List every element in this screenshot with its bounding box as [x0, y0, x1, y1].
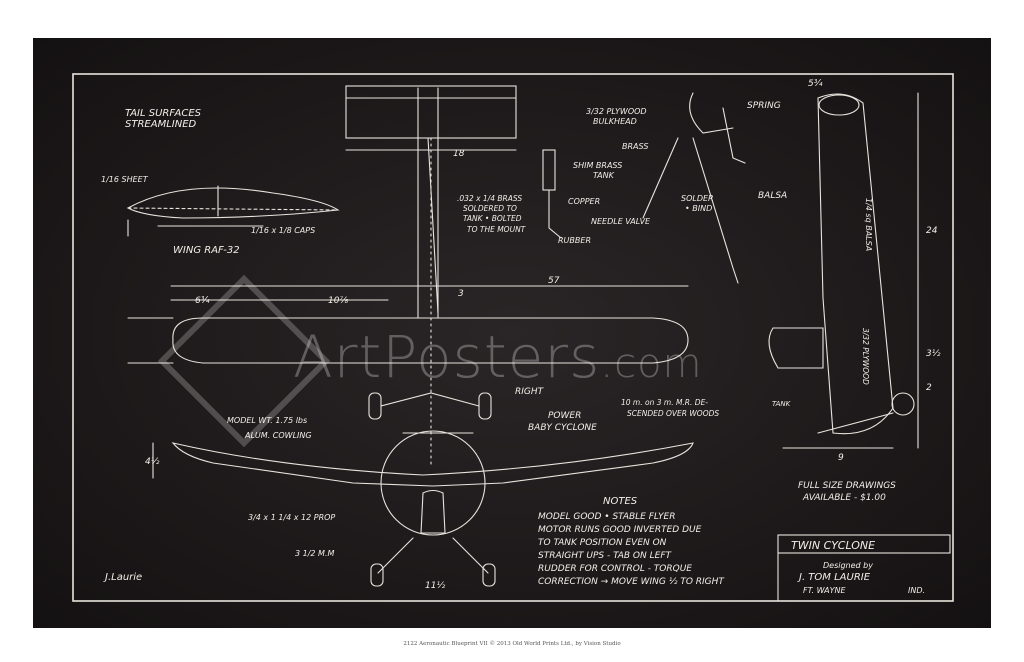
notes-line-6: CORRECTION → MOVE WING ½ TO RIGHT — [538, 577, 725, 587]
prop-label: 3/4 x 1 1/4 x 12 PROP — [248, 513, 335, 522]
dim-10-7-8: 10⅞ — [328, 296, 348, 306]
top-view-fuselage — [345, 85, 517, 469]
spring-label: SPRING — [747, 101, 781, 111]
tank-label: TANK — [772, 400, 792, 408]
rubber-label: RUBBER — [558, 236, 591, 245]
mm-label: 3 1/2 M.M — [295, 549, 334, 558]
dim-3-1-2: 3½ — [926, 349, 941, 359]
plywood-bulkhead-2: BULKHEAD — [593, 117, 637, 126]
alum-cowling-label: ALUM. COWLING — [244, 431, 312, 440]
descended-1: 10 m. on 3 m. M.R. DE- — [621, 398, 708, 407]
dim-18: 18 — [453, 149, 465, 159]
descended-2: SCENDED OVER WOODS — [627, 409, 719, 418]
blueprint-drawing: TAIL SURFACES STREAMLINED 1/16 SHEET 1/1… — [72, 73, 954, 602]
blueprint-print: TAIL SURFACES STREAMLINED 1/16 SHEET 1/1… — [33, 38, 991, 628]
balsa-vertical-label: 1/4 sq BALSA — [864, 198, 873, 251]
title-block-location: FT. WAYNE — [803, 586, 846, 595]
right-label: RIGHT — [515, 387, 545, 397]
notes-line-5: RUDDER FOR CONTROL - TORQUE — [538, 564, 692, 574]
brass-wire-4: TO THE MOUNT — [467, 225, 527, 234]
balsa-label: BALSA — [758, 191, 787, 201]
blueprint-border — [72, 73, 954, 602]
landing-gear-front — [368, 392, 492, 434]
print-caption: 2122 Aeronautic Blueprint VII © 2013 Old… — [403, 641, 621, 647]
notes-line-1: MODEL GOOD • STABLE FLYER — [538, 512, 676, 522]
wing-section-label: WING RAF-32 — [173, 245, 240, 256]
dim-57: 57 — [548, 276, 560, 286]
dim-2: 2 — [926, 383, 932, 393]
sheet-label: 1/16 SHEET — [101, 175, 149, 184]
notes-line-2: MOTOR RUNS GOOD INVERTED DUE — [538, 525, 702, 535]
baby-cyclone-label: BABY CYCLONE — [528, 423, 597, 433]
title-block-title: TWIN CYCLONE — [791, 539, 875, 552]
side-view — [768, 92, 919, 449]
watermark-suffix: .com — [600, 341, 703, 387]
title-block-designed-by: Designed by — [823, 561, 873, 570]
plywood-bulkhead-1: 3/32 PLYWOOD — [586, 107, 647, 116]
title-block — [777, 534, 951, 602]
solder-bind-2: • BIND — [685, 204, 712, 213]
watermark-brand: ArtPosters — [293, 323, 601, 391]
engine-mount-detail — [542, 92, 746, 284]
caps-label: 1/16 x 1/8 CAPS — [251, 226, 315, 235]
dim-11-1-2: 11½ — [425, 581, 445, 591]
watermark-text: ArtPosters.com — [293, 323, 703, 391]
dim-5-3-4: 5¾ — [808, 79, 823, 89]
notes-line-3: TO TANK POSITION EVEN ON — [538, 538, 667, 548]
dim-3: 3 — [458, 289, 464, 299]
signature: J.Laurie — [103, 572, 142, 583]
brass-label: BRASS — [622, 142, 648, 151]
airfoil-section — [126, 185, 340, 237]
front-view — [152, 430, 694, 587]
solder-bind-1: SOLDER — [681, 194, 714, 203]
notes-heading: NOTES — [603, 496, 638, 507]
plywood-vertical-label: 3/32 PLYWOOD — [861, 328, 870, 385]
model-wt-label: MODEL WT. 1.75 lbs — [227, 416, 307, 425]
dim-24: 24 — [926, 226, 938, 236]
brass-wire-3: TANK • BOLTED — [463, 214, 522, 223]
dim-9: 9 — [838, 453, 844, 463]
brass-wire-1: .032 x 1/4 BRASS — [457, 194, 522, 203]
tail-surfaces-label-2: STREAMLINED — [125, 119, 197, 130]
dim-4-1-2: 4½ — [145, 457, 160, 467]
brass-wire-2: SOLDERED TO — [463, 204, 517, 213]
tail-surfaces-label-1: TAIL SURFACES — [125, 108, 202, 119]
power-label: POWER — [548, 411, 581, 421]
notes-line-4: STRAIGHT UPS - TAB ON LEFT — [538, 551, 672, 561]
title-block-state: IND. — [908, 586, 925, 595]
title-block-designer: J. TOM LAURIE — [797, 572, 871, 583]
shim-brass-2: TANK — [593, 171, 615, 180]
shim-brass-1: SHIM BRASS — [573, 161, 622, 170]
full-size-1: FULL SIZE DRAWINGS — [798, 481, 896, 491]
dim-6-3-4: 6¾ — [195, 296, 210, 306]
copper-label: COPPER — [568, 197, 600, 206]
needle-valve-label: NEEDLE VALVE — [591, 217, 651, 226]
full-size-2: AVAILABLE - $1.00 — [802, 493, 886, 503]
wing-planform — [127, 285, 689, 364]
